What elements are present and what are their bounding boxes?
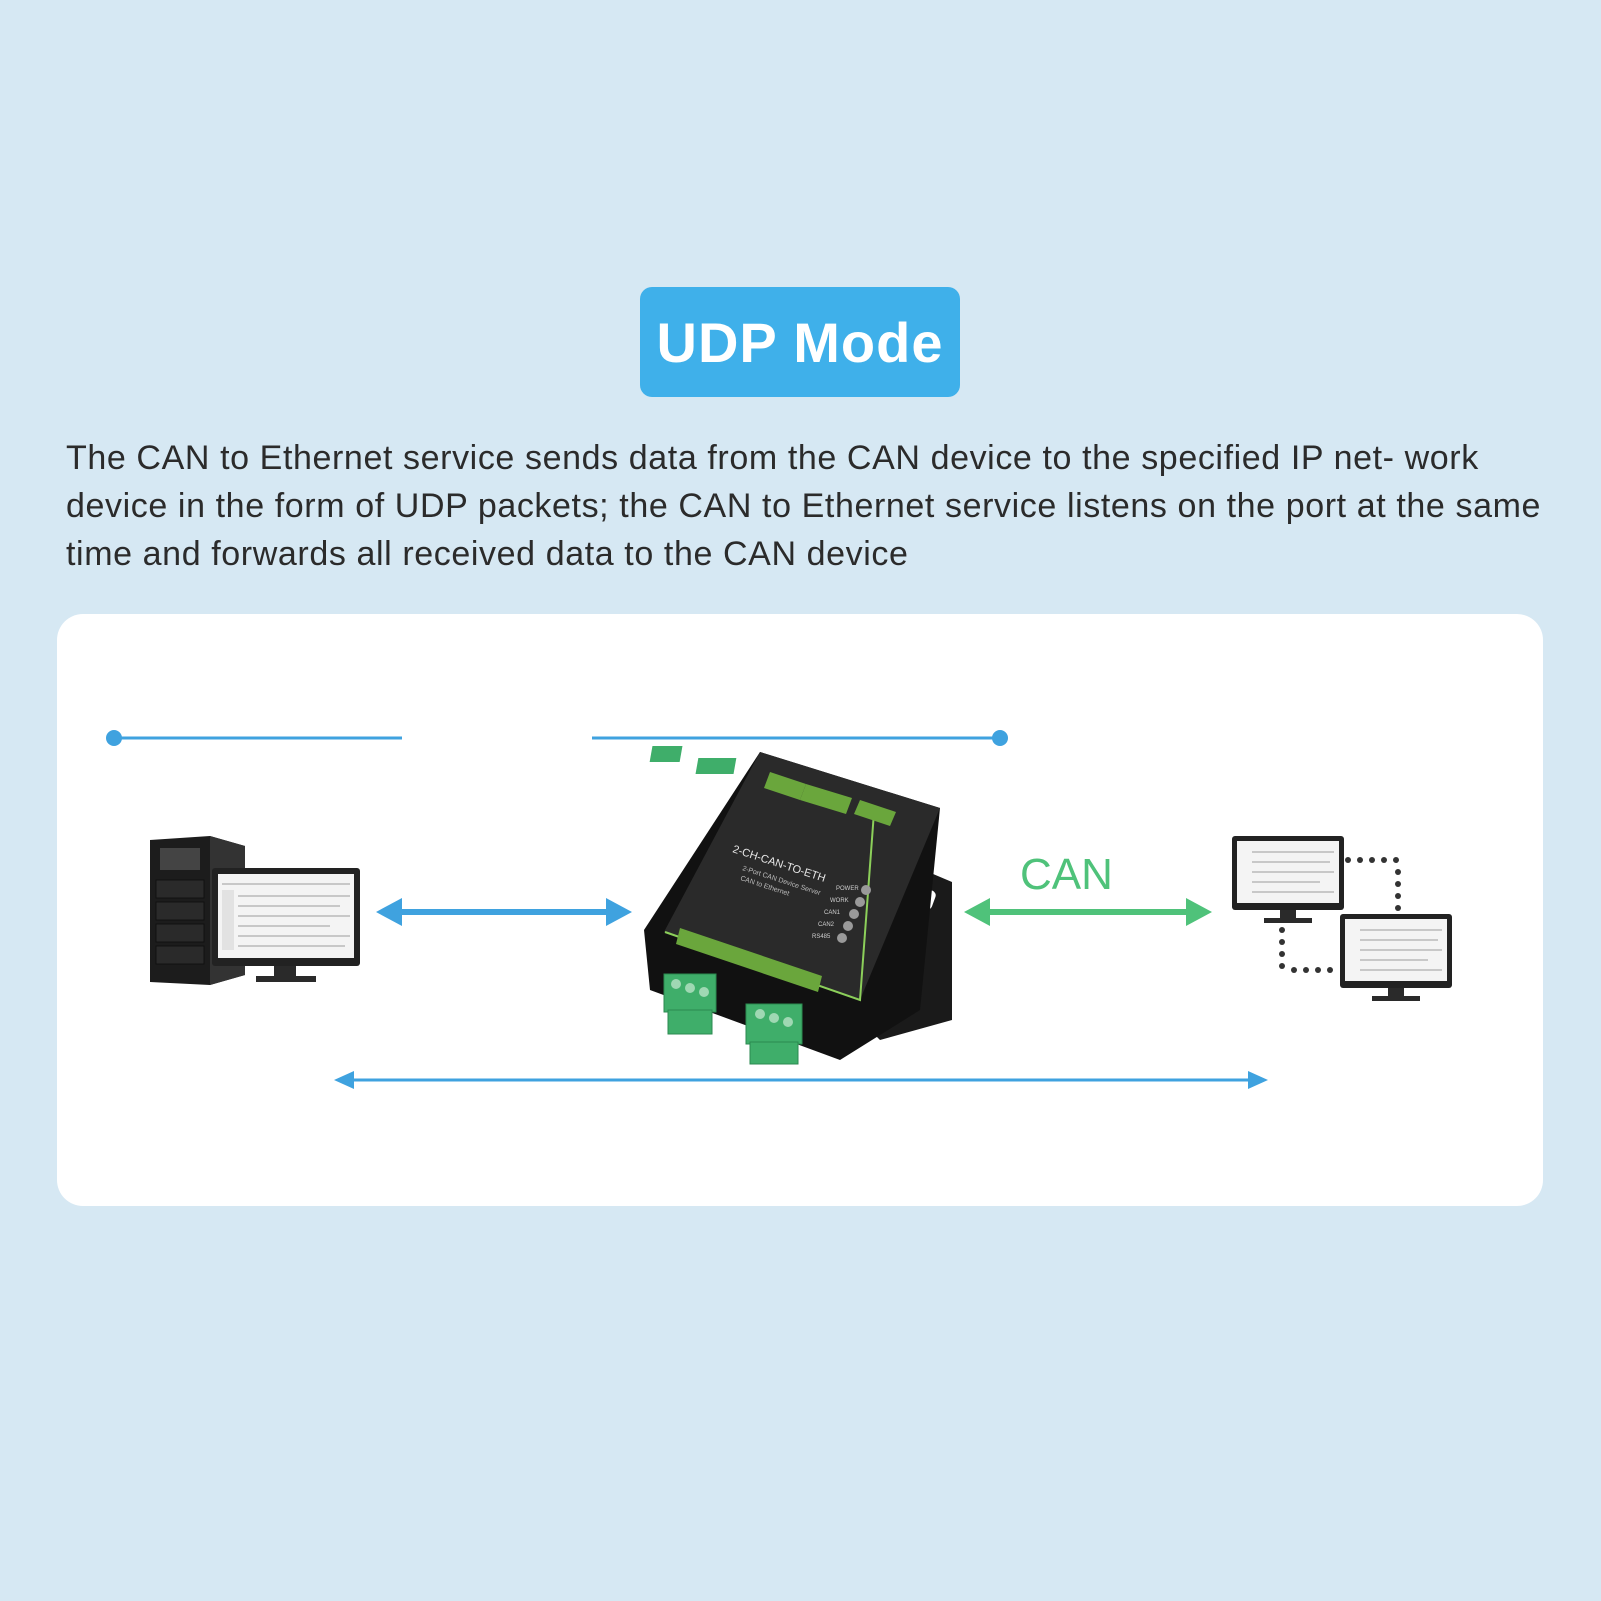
led-label-rs485: RS485 bbox=[812, 934, 831, 940]
led-label-can2: CAN2 bbox=[818, 922, 835, 928]
led-label-power: POWER bbox=[836, 886, 859, 892]
description-text: The CAN to Ethernet service sends data f… bbox=[66, 439, 1542, 573]
networked-monitors-icon bbox=[1232, 836, 1452, 1001]
server-computer-icon bbox=[150, 836, 360, 985]
ethernet-double-arrow bbox=[376, 898, 632, 926]
top-left-line bbox=[106, 730, 402, 746]
page-title: UDP Mode bbox=[656, 310, 944, 374]
can-label: CAN bbox=[1020, 850, 1113, 899]
bottom-double-arrow bbox=[334, 1071, 1268, 1089]
device-server-icon: 2-CH-CAN-TO-ETH 2-Port CAN Device Server… bbox=[644, 746, 952, 1065]
can-double-arrow bbox=[964, 898, 1212, 926]
led-label-work: WORK bbox=[830, 898, 849, 904]
top-right-line bbox=[592, 730, 1008, 746]
title-badge: UDP Mode bbox=[640, 287, 960, 397]
led-label-can1: CAN1 bbox=[824, 910, 841, 916]
